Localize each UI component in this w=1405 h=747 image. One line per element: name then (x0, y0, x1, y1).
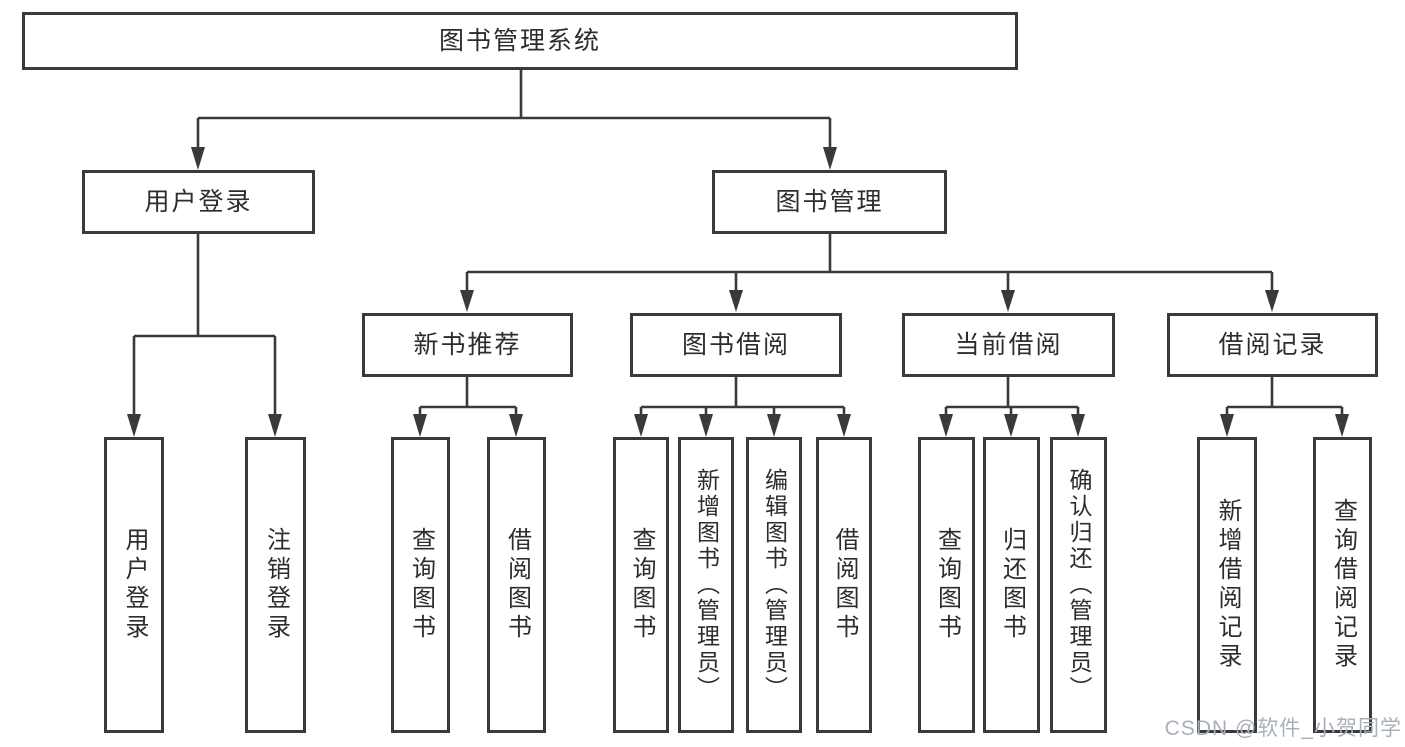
node-current-borrow: 当前借阅 (902, 313, 1115, 377)
connector-user-login (132, 234, 277, 416)
watermark: CSDN @软件_小贺同学 (1164, 717, 1402, 740)
connector-book-management (465, 234, 1274, 292)
connector-root (196, 70, 832, 149)
connector-book-borrow (639, 377, 846, 418)
leaf-label: 查询图书 (407, 527, 435, 643)
leaf-label: 用户登录 (121, 527, 148, 643)
node-borrow-records: 借阅记录 (1167, 313, 1378, 377)
leaf-label: 新增借阅记录 (1214, 498, 1241, 672)
connector-borrow-records (1225, 377, 1344, 418)
leaf-add-books-admin: 新增图书（管理员） (678, 437, 734, 733)
leaf-add-borrow-record: 新增借阅记录 (1197, 437, 1257, 733)
leaf-label: 查询图书 (628, 527, 655, 643)
leaf-label: 编辑图书（管理员） (761, 468, 788, 702)
leaf-label: 查询借阅记录 (1329, 498, 1357, 672)
node-root: 图书管理系统 (22, 12, 1018, 70)
leaf-label: 确认归还（管理员） (1066, 468, 1092, 702)
leaf-query-borrow-record: 查询借阅记录 (1313, 437, 1372, 733)
leaf-confirm-return-admin: 确认归还（管理员） (1050, 437, 1107, 733)
leaf-logout: 注销登录 (245, 437, 306, 733)
leaf-query-books-recommend: 查询图书 (391, 437, 450, 733)
node-book-borrow: 图书借阅 (630, 313, 842, 377)
leaf-query-books-current: 查询图书 (918, 437, 975, 733)
leaf-borrow-books: 借阅图书 (816, 437, 872, 733)
leaf-return-books: 归还图书 (983, 437, 1040, 733)
node-book-management: 图书管理 (712, 170, 947, 234)
leaf-borrow-books-recommend: 借阅图书 (487, 437, 546, 733)
node-user-login: 用户登录 (82, 170, 315, 234)
node-new-book-recommend: 新书推荐 (362, 313, 573, 377)
leaf-query-books-borrow: 查询图书 (613, 437, 669, 733)
arrowheads (127, 147, 1349, 437)
connector-new-book (418, 377, 518, 418)
connector-current-borrow (944, 377, 1080, 418)
leaf-label: 归还图书 (998, 527, 1026, 643)
leaf-label: 借阅图书 (503, 527, 531, 643)
leaf-label: 注销登录 (262, 527, 290, 643)
leaf-label: 新增图书（管理员） (693, 468, 720, 702)
leaf-label: 查询图书 (933, 527, 961, 643)
leaf-label: 借阅图书 (831, 527, 858, 643)
leaf-user-login: 用户登录 (104, 437, 164, 733)
leaf-edit-books-admin: 编辑图书（管理员） (746, 437, 802, 733)
